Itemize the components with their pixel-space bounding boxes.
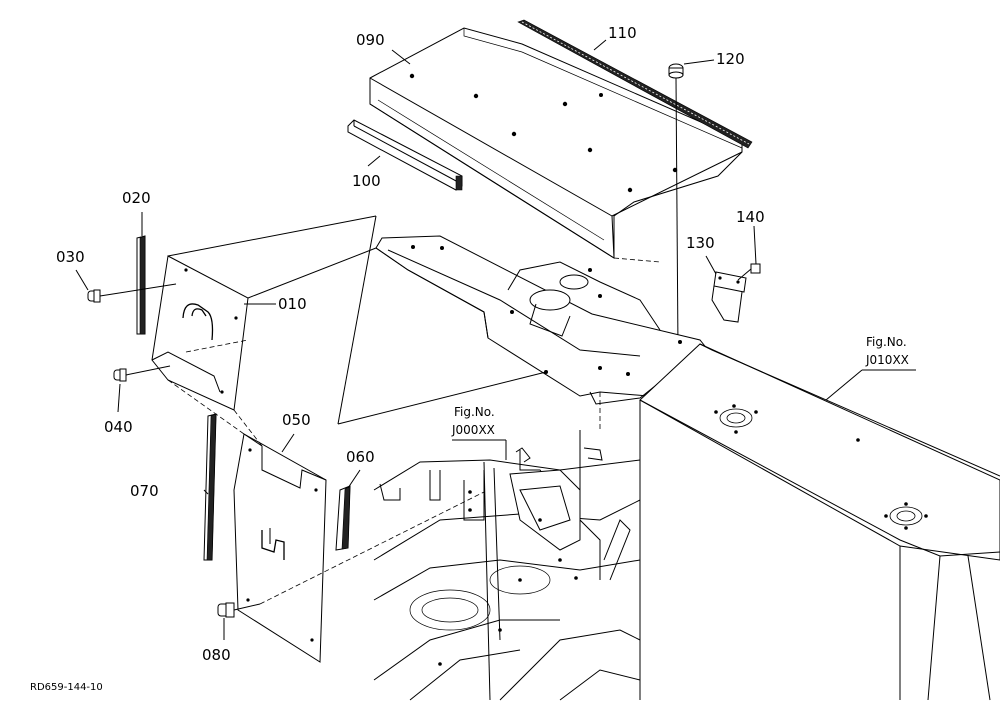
knob-part-080: [217, 602, 261, 618]
bolt-part-120: [668, 63, 684, 351]
callout-050: 050: [282, 411, 311, 429]
fig-ref-title: Fig.No.: [866, 335, 907, 349]
leader-lines: [75, 39, 916, 640]
drawing-code: RD659-144-10: [30, 682, 103, 693]
part-callouts: 090 110 120 100 020 030 010 040 050 060 …: [56, 24, 765, 664]
fig-ref-number: J010XX: [865, 353, 909, 367]
figure-reference-j000: Fig.No. J000XX: [451, 405, 495, 437]
fig-ref-title: Fig.No.: [454, 405, 495, 419]
callout-140: 140: [736, 208, 765, 226]
callout-120: 120: [716, 50, 745, 68]
seal-part-070: [203, 413, 217, 561]
callout-130: 130: [686, 234, 715, 252]
seal-part-060: [335, 485, 351, 551]
callout-110: 110: [608, 24, 637, 42]
callout-100: 100: [352, 172, 381, 190]
callout-060: 060: [346, 448, 375, 466]
knob-part-040: [113, 365, 171, 382]
knob-part-030: [87, 283, 177, 303]
callout-040: 040: [104, 418, 133, 436]
machine-body-frame: [639, 343, 1000, 701]
top-cover-part-090: [369, 27, 743, 259]
panel-part-050: [233, 433, 327, 663]
seal-strip-part-100: [347, 119, 463, 191]
bracket-part-130: [711, 271, 747, 323]
panel-part-010: [151, 255, 249, 411]
callout-030: 030: [56, 248, 85, 266]
fig-ref-number: J000XX: [451, 423, 495, 437]
bolt-part-140: [737, 263, 761, 281]
mounting-bracket-frame: [375, 235, 709, 405]
figure-reference-j010: Fig.No. J010XX: [865, 335, 909, 367]
callout-080: 080: [202, 646, 231, 664]
assembly-guide-lines: [167, 215, 661, 605]
callout-020: 020: [122, 189, 151, 207]
seal-strip-part-110: [517, 19, 753, 149]
seal-part-020: [136, 235, 146, 335]
callout-070: 070: [130, 482, 159, 500]
callout-090: 090: [356, 31, 385, 49]
lower-chassis-structure: [373, 430, 641, 701]
callout-010: 010: [278, 295, 307, 313]
